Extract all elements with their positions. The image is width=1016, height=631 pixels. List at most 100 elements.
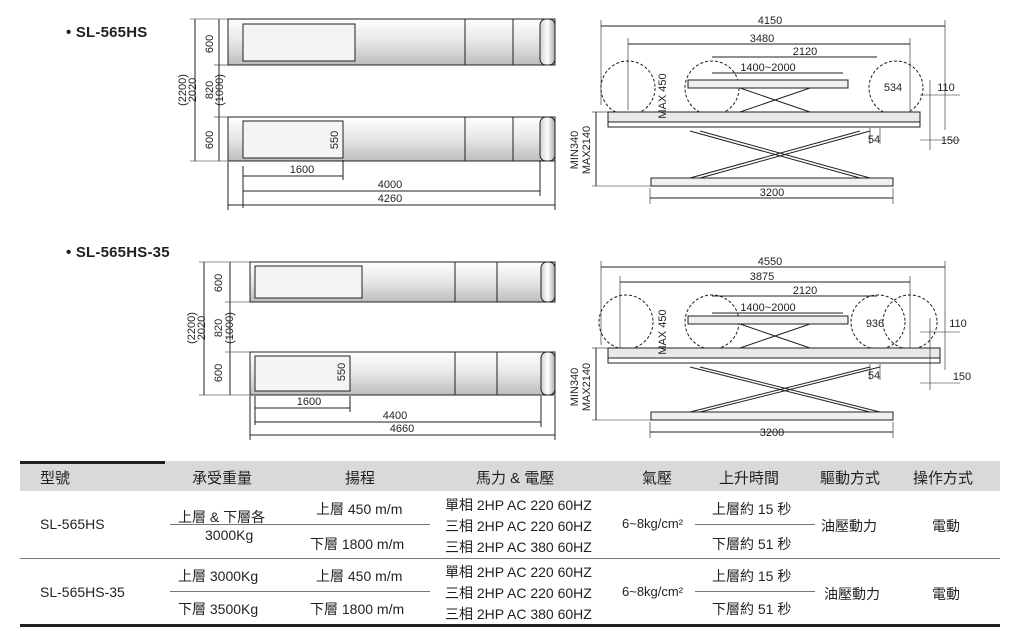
model-name: SL-565HS (75, 24, 148, 41)
dim-label: MAX 450 (657, 309, 669, 354)
plan-labels-2: (2200) 2020 820 (1000) 600 600 550 1600 … (186, 274, 414, 435)
header-power: 馬力 & 電壓 (476, 470, 555, 487)
dim-label: 534 (884, 82, 902, 94)
dim-label: 600 (213, 364, 225, 382)
dim-label: 150 (941, 135, 959, 147)
model-title-2: • SL-565HS-35 (66, 244, 170, 261)
dim-label: MAX2140 (581, 363, 593, 411)
dim-label: 110 (949, 318, 967, 330)
dim-label: (1000) (224, 312, 236, 344)
cell-drive: 油壓動力 (821, 518, 877, 534)
platform-plate (242, 120, 344, 159)
table-header: 型號 承受重量 揚程 馬力 & 電壓 氣壓 上升時間 驅動方式 操作方式 (20, 461, 1000, 491)
cell-time: 下層約 51 秒 (712, 536, 792, 552)
dim-label: 2120 (793, 46, 817, 58)
header-load: 承受重量 (192, 470, 253, 487)
dim-label: 3200 (760, 187, 784, 199)
model-title-1: • SL-565HS (66, 24, 147, 41)
dim-label: (1000) (214, 74, 226, 106)
cell-load: 上層 & 下層各 (178, 509, 266, 525)
cell-power: 三相 2HP AC 220 60HZ (445, 585, 592, 601)
cell-air: 6~8kg/cm² (622, 584, 684, 599)
platform-plate (254, 265, 363, 299)
model-name: SL-565HS-35 (75, 244, 170, 261)
header-accent-bar (20, 461, 165, 464)
dim-label: 2020 (187, 78, 199, 102)
header-drive: 驅動方式 (820, 470, 881, 487)
dim-label: (2200) (186, 312, 198, 344)
plan-view-2 (199, 261, 556, 440)
dim-label: 3480 (750, 33, 774, 45)
dim-label: 2020 (196, 316, 208, 340)
cell-operate: 電動 (932, 518, 960, 534)
dim-label: 600 (213, 274, 225, 292)
dim-label: 4660 (390, 423, 414, 435)
dim-label: 150 (953, 371, 971, 383)
dim-label: 4400 (383, 410, 407, 422)
dim-label: 550 (329, 131, 341, 149)
header-air: 氣壓 (642, 470, 673, 487)
cell-power: 三相 2HP AC 220 60HZ (445, 518, 592, 534)
cell-time: 下層約 51 秒 (712, 601, 792, 617)
cell-model: SL-565HS-35 (40, 584, 125, 600)
dim-label: 4000 (378, 179, 402, 191)
cell-time: 上層約 15 秒 (712, 501, 792, 517)
dim-label: 4550 (758, 256, 782, 268)
dim-label: 1600 (297, 396, 321, 408)
dim-label: 1400~2000 (740, 62, 795, 74)
header-operate: 操作方式 (913, 470, 974, 487)
bullet: • (66, 244, 72, 261)
dim-label: MAX 450 (657, 73, 669, 118)
dim-label: (2200) (177, 74, 189, 106)
cell-air: 6~8kg/cm² (622, 516, 684, 531)
dim-label: 820 (213, 319, 225, 337)
header-time: 上升時間 (719, 470, 780, 487)
cell-load: 下層 3500Kg (178, 601, 259, 617)
dim-label: 54 (868, 370, 880, 382)
dim-label: MAX2140 (581, 126, 593, 174)
technical-drawings: (2200) 2020 820 (1000) 600 600 550 1600 … (177, 15, 971, 440)
dim-label: 550 (336, 363, 348, 381)
table-bottom-rule (20, 624, 1000, 627)
cell-lift: 下層 1800 m/m (310, 536, 405, 552)
dim-label: 600 (204, 131, 216, 149)
cell-load: 上層 3000Kg (178, 568, 259, 584)
platform-plate (254, 355, 351, 392)
dim-label: 820 (204, 81, 216, 99)
dim-label: 3875 (750, 271, 774, 283)
side-labels-2: 4550 3875 2120 1400~2000 MAX 450 936 110… (569, 256, 971, 439)
bullet: • (66, 24, 72, 41)
dim-label: 936 (866, 318, 884, 330)
header-model: 型號 (40, 470, 71, 487)
cell-lift: 上層 450 m/m (316, 501, 403, 517)
dim-label: MIN340 (569, 131, 581, 170)
header-lift: 揚程 (345, 470, 376, 487)
dim-label: 600 (204, 35, 216, 53)
plan-labels-1: (2200) 2020 820 (1000) 600 600 550 1600 … (177, 35, 402, 205)
dim-label: 54 (868, 134, 880, 146)
dim-label: 4260 (378, 193, 402, 205)
cell-model: SL-565HS (40, 516, 105, 532)
cell-load: 3000Kg (205, 527, 254, 543)
dim-label: 1600 (290, 164, 314, 176)
cell-lift: 上層 450 m/m (316, 568, 403, 584)
cell-operate: 電動 (932, 586, 960, 602)
cell-lift: 下層 1800 m/m (310, 601, 405, 617)
side-view-1 (592, 20, 960, 204)
cell-power: 單相 2HP AC 220 60HZ (445, 497, 592, 513)
dim-label: MIN340 (569, 368, 581, 407)
cell-power: 三相 2HP AC 380 60HZ (445, 539, 592, 555)
dim-label: 2120 (793, 285, 817, 297)
dim-label: 110 (937, 82, 955, 94)
cell-time: 上層約 15 秒 (712, 568, 792, 584)
side-labels-1: 4150 3480 2120 1400~2000 MAX 450 534 110… (569, 15, 959, 199)
dim-label: 4150 (758, 15, 782, 27)
cell-power: 單相 2HP AC 220 60HZ (445, 564, 592, 580)
cell-power: 三相 2HP AC 380 60HZ (445, 606, 592, 622)
dim-label: 3200 (760, 427, 784, 439)
plan-view-1 (190, 18, 556, 210)
cell-drive: 油壓動力 (824, 586, 880, 602)
platform-plate (242, 23, 356, 62)
dim-label: 1400~2000 (740, 302, 795, 314)
side-view-2 (592, 261, 960, 438)
